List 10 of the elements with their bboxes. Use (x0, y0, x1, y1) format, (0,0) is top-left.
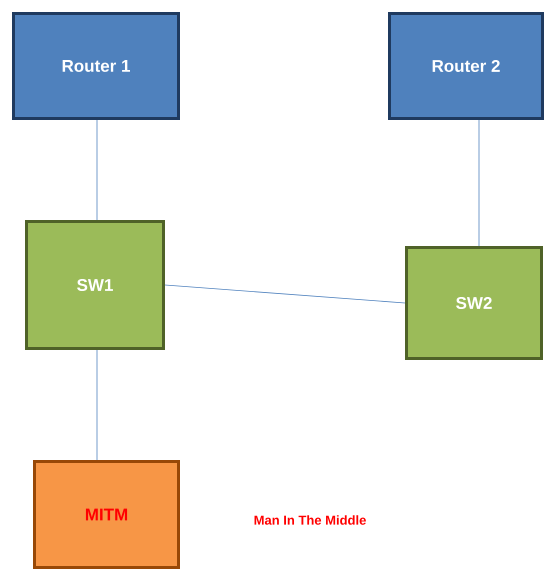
connector-line (478, 120, 480, 246)
attacker-box: MITM (33, 460, 180, 569)
switch-box: SW2 (405, 246, 543, 360)
switch-box: SW1 (25, 220, 165, 350)
router-box: Router 1 (12, 12, 180, 120)
connector-line (96, 350, 98, 460)
caption-text: Man In The Middle (254, 515, 366, 525)
connector-line (164, 284, 406, 304)
router-box: Router 2 (388, 12, 544, 120)
connector-line (96, 120, 98, 220)
